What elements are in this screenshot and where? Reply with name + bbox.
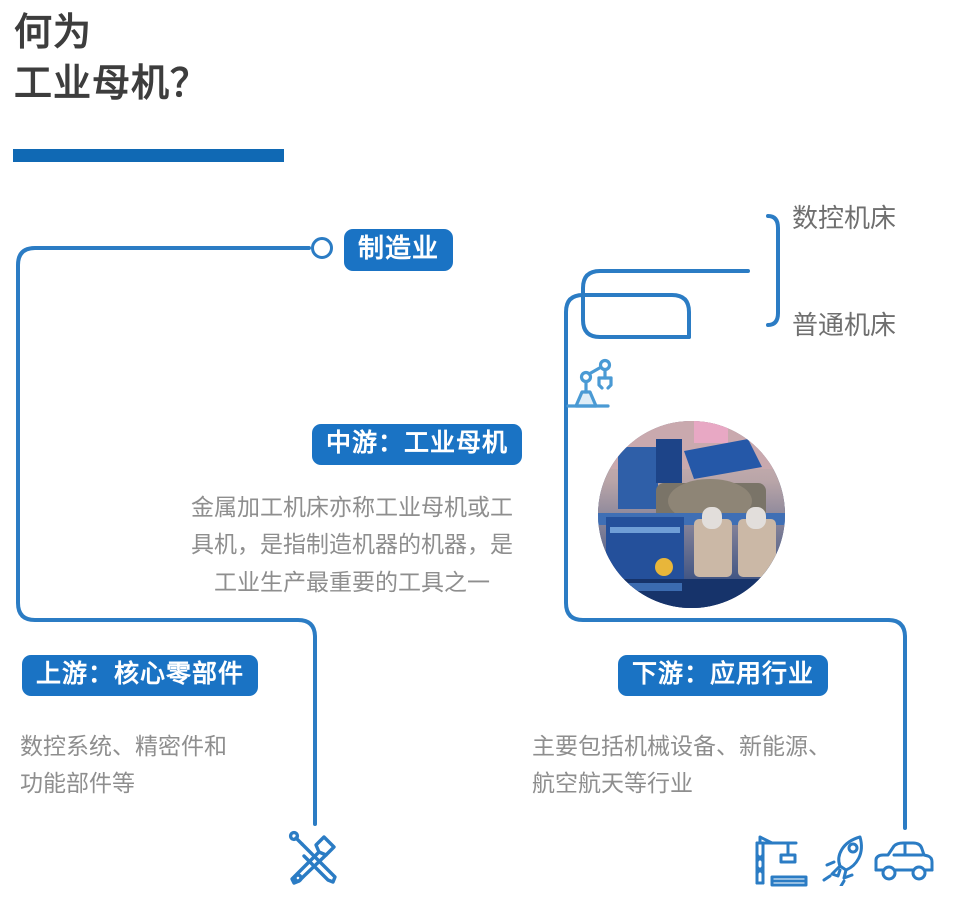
upstream-description: 数控系统、精密件和 功能部件等 — [20, 733, 227, 797]
tools-icon — [283, 828, 345, 895]
wire-branch-bracket — [766, 214, 780, 327]
midstream-description: 金属加工机床亦称工业母机或工 具机，是指制造机器的机器，是 工业生产最重要的工具… — [191, 494, 513, 595]
title-line-2: 工业母机？ — [14, 63, 210, 106]
branch-label-cnc-machine-tool: 数控机床 — [792, 203, 897, 233]
root-node-dot — [311, 237, 333, 259]
crane-icon — [752, 833, 810, 894]
title-underline-bar — [13, 149, 284, 162]
badge-manufacturing[interactable]: 制造业 — [344, 229, 454, 271]
robot-arm-icon — [556, 352, 620, 421]
branch-label-conventional-machine-tool: 普通机床 — [792, 310, 897, 340]
badge-downstream[interactable]: 下游：应用行业 — [618, 655, 829, 696]
industrial-machine-photo — [598, 421, 785, 608]
rocket-icon — [820, 832, 874, 891]
car-icon — [872, 840, 934, 889]
page-title: 何为 工业母机？ — [14, 8, 534, 111]
wire-branch-stub — [581, 269, 750, 339]
badge-midstream[interactable]: 中游：工业母机 — [312, 424, 523, 465]
downstream-description: 主要包括机械设备、新能源、 航空航天等行业 — [532, 733, 831, 797]
badge-upstream[interactable]: 上游：核心零部件 — [22, 655, 259, 696]
title-line-1: 何为 — [14, 12, 93, 54]
